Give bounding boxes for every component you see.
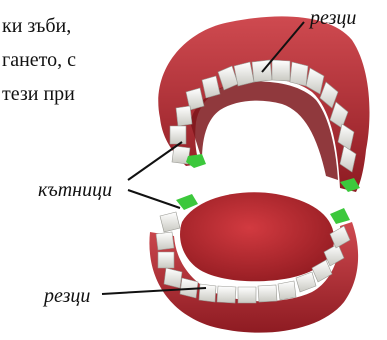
pointer-molars-lower — [128, 190, 180, 208]
upper-jaw — [158, 16, 369, 192]
label-bottom-incisors: резци — [44, 286, 90, 306]
tongue — [180, 192, 334, 281]
label-top-incisors: резци — [310, 8, 356, 28]
upper-molar-left — [186, 154, 206, 168]
lower-molar-right — [330, 208, 350, 224]
label-molars: кътници — [38, 180, 112, 200]
lower-jaw — [149, 192, 358, 332]
